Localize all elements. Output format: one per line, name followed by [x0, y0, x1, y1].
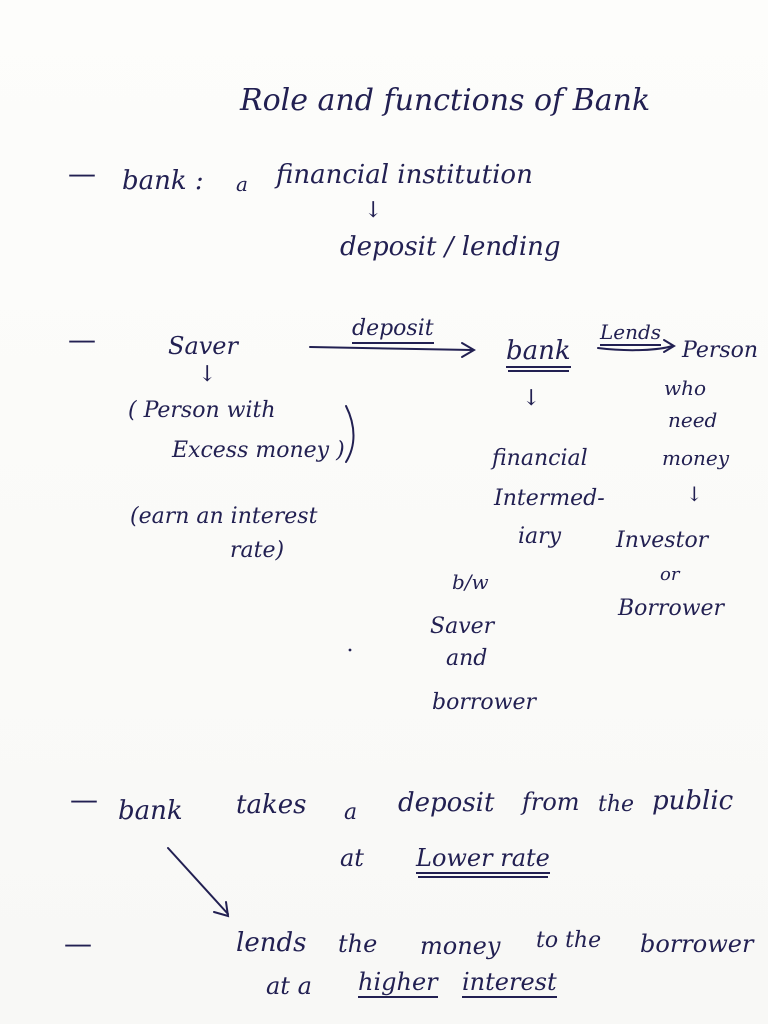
ink-dot — [348, 648, 352, 652]
intermediary-line2: Intermed- — [494, 486, 605, 511]
summary-at: at — [340, 844, 364, 872]
intermediary-line1: financial — [492, 446, 588, 471]
bw-line3: and — [446, 646, 488, 671]
summary-to-the: to the — [536, 928, 602, 953]
summary-deposit: deposit — [398, 788, 495, 818]
summary-from: from — [522, 788, 580, 816]
summary-lends: lends — [236, 928, 307, 958]
saver-desc-line2: Excess money ) — [172, 438, 345, 463]
bw-line4: borrower — [432, 690, 536, 715]
lends-arrow-label: Lends — [600, 320, 662, 346]
bullet-dash-1: — — [68, 157, 96, 190]
bw-line2: Saver — [430, 614, 495, 639]
summary-money: money — [420, 932, 501, 960]
summary-bank: bank — [118, 796, 183, 826]
deposit-arrow — [309, 346, 473, 351]
deposit-arrowhead — [461, 342, 476, 358]
definition-result: deposit / lending — [340, 232, 561, 262]
definition-article: a — [236, 172, 248, 196]
saver-earn-line2: rate) — [230, 538, 285, 563]
summary-lower-rate: Lower rate — [416, 844, 550, 874]
bullet-dash-3: — — [70, 783, 98, 816]
saver-label: Saver — [168, 332, 238, 360]
person-line4: money — [662, 446, 730, 470]
summary-a: a — [344, 800, 358, 825]
intermediary-line3: iary — [518, 524, 562, 549]
person-line1: Person — [682, 338, 759, 363]
summary-borrower: borrower — [640, 930, 754, 958]
definition-text: financial institution — [276, 160, 533, 190]
lends-arrowhead — [663, 339, 676, 353]
bank-label: bank — [506, 336, 571, 368]
summary-at-a: at a — [266, 972, 312, 1000]
page-title: Role and functions of Bank — [240, 83, 651, 118]
lends-arrow — [597, 345, 673, 352]
summary-the: the — [598, 792, 635, 817]
summary-the-2: the — [338, 930, 378, 958]
summary-public: public — [652, 786, 734, 816]
summary-higher: higher — [358, 968, 438, 998]
or-label: or — [660, 564, 680, 585]
person-line2: who — [664, 376, 707, 400]
bullet-dash-2: — — [68, 323, 96, 356]
borrower-label: Borrower — [618, 596, 725, 621]
saver-desc-line1: ( Person with — [128, 398, 276, 423]
deposit-arrow-label: deposit — [352, 318, 434, 344]
bank-arrow: ↓ — [522, 386, 541, 411]
investor-label: Investor — [616, 528, 709, 553]
saver-earn-line1: (earn an interest — [130, 504, 318, 529]
bw-line1: b/w — [452, 570, 489, 594]
definition-arrow: ↓ — [364, 198, 383, 223]
definition-label: bank : — [122, 166, 204, 196]
saver-arrow: ↓ — [198, 362, 217, 387]
summary-interest: interest — [462, 968, 557, 998]
person-line3: need — [668, 408, 718, 432]
summary-diagonal-arrowhead — [213, 901, 230, 918]
summary-takes: takes — [236, 790, 307, 820]
bullet-dash-4: — — [64, 927, 92, 960]
summary-diagonal-arrow — [167, 847, 229, 915]
saver-desc-bracket — [345, 405, 355, 463]
person-arrow: ↓ — [686, 482, 703, 506]
